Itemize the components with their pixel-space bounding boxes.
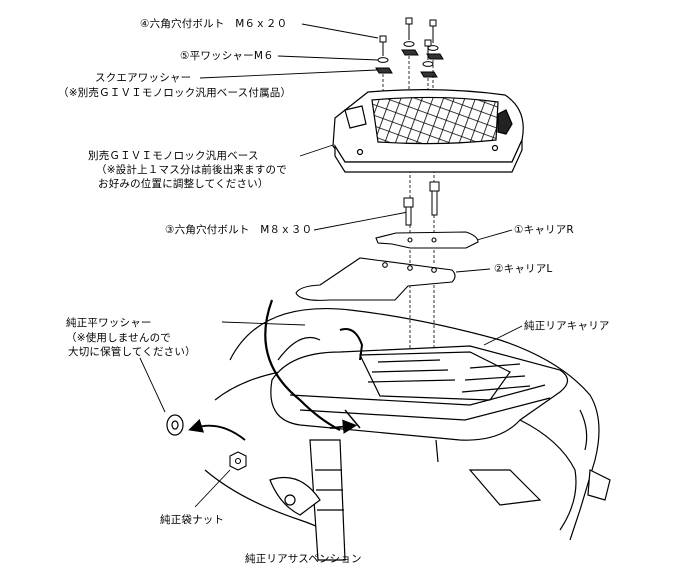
label-bolt-m8: ③六角穴付ボルト M８ｘ３０	[165, 224, 313, 236]
oem-washer	[166, 414, 184, 436]
motorcycle-body	[204, 307, 611, 561]
removal-arrows	[188, 299, 361, 441]
label-oem-washer-note-2: 大切に保管してください）	[68, 346, 196, 358]
oem-nut	[229, 451, 247, 471]
bolt-m6-group	[375, 17, 444, 78]
label-oem-washer-note-1: （※使用しませんので	[66, 332, 171, 344]
label-givi-base-note-1: （※設計上１マス分は前後出来ますので	[96, 164, 287, 176]
label-square-washer-note: （※別売ＧＩＶＩモノロック汎用ベース付属品）	[58, 87, 292, 99]
label-bolt-m6: ④六角穴付ボルト M６ｘ２０	[140, 18, 288, 30]
bolt-m8-group	[403, 181, 440, 226]
label-givi-base-note-2: お好みの位置に調整してください）	[98, 178, 269, 190]
label-square-washer: スクエアワッシャー	[95, 72, 192, 84]
label-givi-base: 別売ＧＩＶＩモノロック汎用ベース	[88, 150, 259, 162]
label-washer-m6: ⑤平ワッシャーM６	[180, 50, 274, 62]
givi-monolock-base	[332, 89, 524, 173]
carrier-r	[375, 231, 479, 249]
carrier-l	[295, 257, 456, 301]
label-oem-nut: 純正袋ナット	[160, 514, 225, 526]
label-carrier-r: ①キャリアR	[514, 224, 574, 236]
label-carrier-l: ②キャリアL	[494, 263, 553, 275]
label-oem-rear-carrier: 純正リアキャリア	[524, 320, 610, 332]
label-oem-suspension: 純正リアサスペンション	[245, 553, 362, 565]
label-oem-washer: 純正平ワッシャー	[66, 317, 152, 329]
